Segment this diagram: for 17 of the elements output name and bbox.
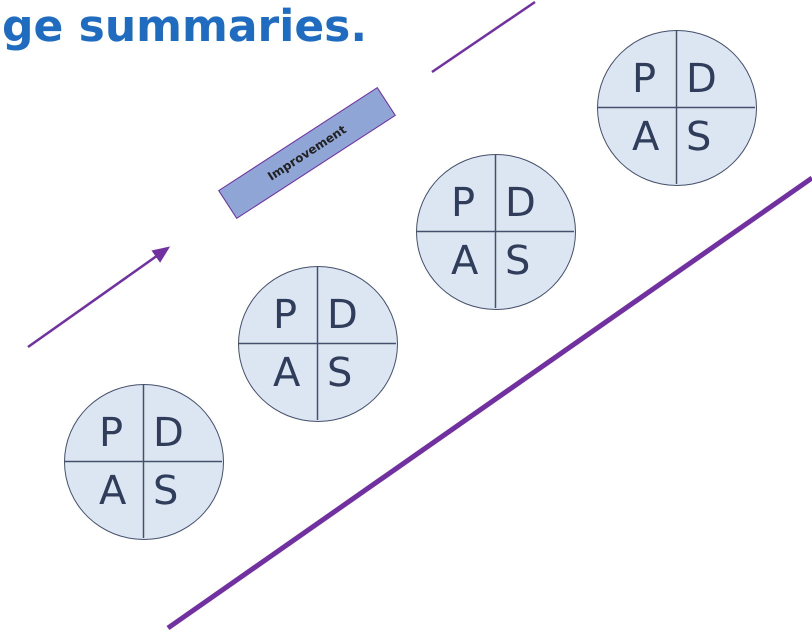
- cycle-letter: D: [153, 413, 184, 453]
- cycle-letter: S: [327, 353, 352, 393]
- cycle-letter: S: [153, 471, 178, 511]
- cycle-letter: A: [99, 471, 126, 511]
- cycle-letter: A: [632, 117, 660, 157]
- cycle-letter: P: [451, 183, 476, 223]
- cycle-letter: D: [505, 183, 536, 223]
- cycle-letter: D: [327, 295, 358, 335]
- heading: ge summaries.: [2, 2, 368, 53]
- cycle-letter: P: [273, 295, 298, 335]
- cycle-letter: A: [273, 353, 300, 393]
- cycle-letter: P: [99, 413, 124, 453]
- cycle-letter: S: [505, 241, 530, 281]
- cycle-letter: A: [451, 241, 478, 281]
- cycle-letter: S: [686, 117, 712, 157]
- cycle-letter: D: [686, 59, 717, 99]
- cycle-letter: P: [632, 59, 656, 99]
